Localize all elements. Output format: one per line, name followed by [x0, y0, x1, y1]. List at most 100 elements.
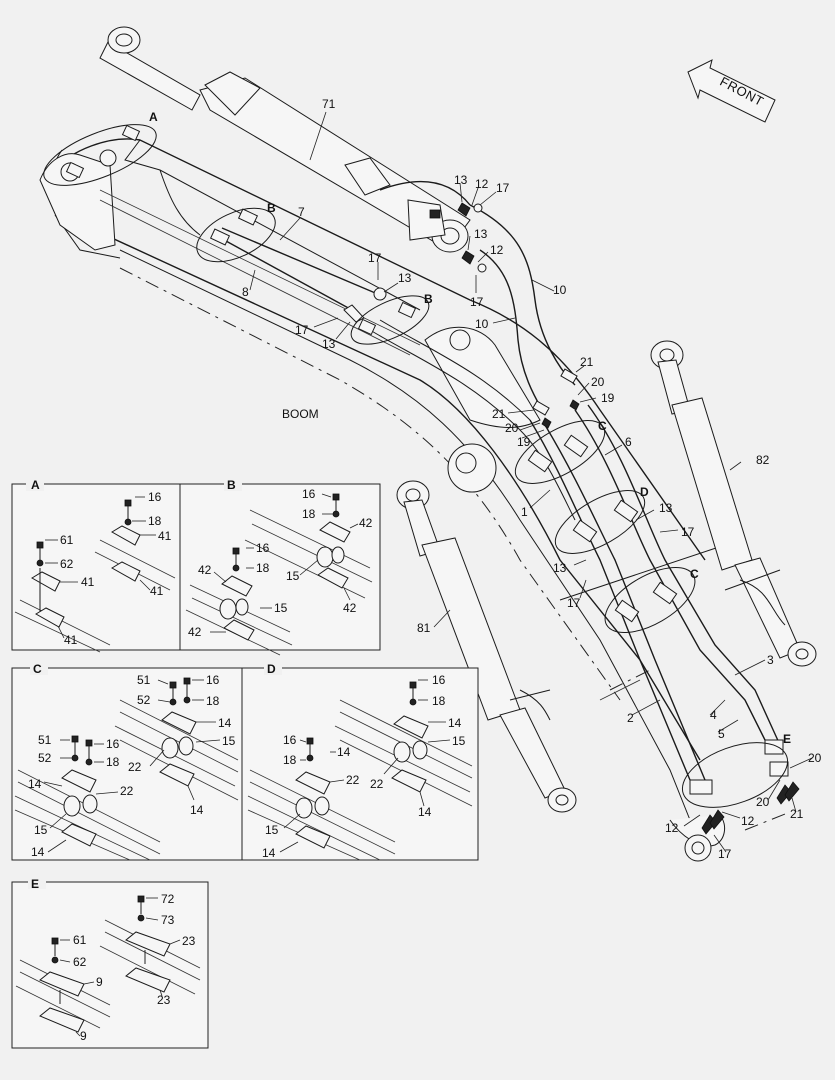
- box-c-label-22b: 22: [120, 784, 134, 798]
- detail-box-c: C: [11, 661, 243, 861]
- box-c-label-18b: 18: [106, 755, 120, 769]
- box-c-label-51a: 51: [137, 673, 151, 687]
- box-b-label-18b: 18: [256, 561, 270, 575]
- callout-4: 4: [710, 708, 717, 722]
- callout-6: 6: [625, 435, 632, 449]
- callout-13a: 13: [454, 173, 468, 187]
- callout-17a: 17: [496, 181, 510, 195]
- detail-letter-b2: B: [424, 292, 433, 306]
- box-a-label-41d: 41: [64, 633, 78, 647]
- box-b-title: B: [227, 478, 236, 492]
- box-e-label-72: 72: [161, 892, 175, 906]
- box-c-label-14d: 14: [31, 845, 45, 859]
- box-d-label-14a: 14: [448, 716, 462, 730]
- detail-box-a: A 16 18 41 61 62 41 41 41: [11, 477, 181, 653]
- callout-17d: 17: [295, 323, 309, 337]
- box-c-label-52b: 52: [38, 751, 52, 765]
- box-b-label-18a: 18: [302, 507, 316, 521]
- box-d-label-14d: 14: [262, 846, 276, 860]
- box-b-label-15b: 15: [274, 601, 288, 615]
- box-b-label-42a: 42: [359, 516, 373, 530]
- arm-cylinder-71: [99, 26, 471, 253]
- callout-21c: 21: [790, 807, 804, 821]
- box-c-label-14c: 14: [28, 777, 42, 791]
- callout-17b: 17: [470, 295, 484, 309]
- callout-17g: 17: [718, 847, 732, 861]
- box-d-label-18a: 18: [432, 694, 446, 708]
- callout-17c: 17: [368, 251, 382, 265]
- detail-markers: [43, 124, 789, 808]
- callout-7: 7: [298, 205, 305, 219]
- callout-20c: 20: [808, 751, 822, 765]
- box-b-label-42c: 42: [198, 563, 212, 577]
- callout-71: 71: [322, 97, 336, 111]
- box-d-label-14c: 14: [337, 745, 351, 759]
- callout-13e: 13: [659, 501, 673, 515]
- detail-box-b: B 16 18 42 15 42 16 18: [179, 477, 381, 656]
- box-d-title: D: [267, 662, 276, 676]
- box-d-label-14b: 14: [418, 805, 432, 819]
- callout-21b: 21: [492, 407, 506, 421]
- callout-21a: 21: [580, 355, 594, 369]
- box-c-label-15b: 15: [34, 823, 48, 837]
- box-d-label-16a: 16: [432, 673, 446, 687]
- box-a-title: A: [31, 478, 40, 492]
- callout-10a: 10: [553, 283, 567, 297]
- box-c-label-51b: 51: [38, 733, 52, 747]
- box-b-label-42b: 42: [343, 601, 357, 615]
- box-c-label-18a: 18: [206, 694, 220, 708]
- callout-19b: 19: [517, 435, 531, 449]
- callout-12b: 12: [490, 243, 504, 257]
- box-c-label-22a: 22: [128, 760, 142, 774]
- callout-82: 82: [756, 453, 770, 467]
- callout-17f: 17: [567, 596, 581, 610]
- boom-pipes: [65, 124, 800, 835]
- detail-box-e: E 72 73 23 23 61 62 9 9: [11, 875, 209, 1049]
- callout-19a: 19: [601, 391, 615, 405]
- box-d-label-22b: 22: [346, 773, 360, 787]
- front-arrow: FRONT: [687, 59, 776, 123]
- callout-12a: 12: [475, 177, 489, 191]
- callout-8: 8: [242, 285, 249, 299]
- box-c-label-16a: 16: [206, 673, 220, 687]
- main-detail-letters: A B B C D C E: [149, 110, 791, 746]
- main-leaders: [249, 111, 813, 853]
- box-c-title: C: [33, 662, 42, 676]
- callout-20a: 20: [591, 375, 605, 389]
- boom-cylinder-81: [396, 480, 577, 813]
- detail-letter-a: A: [149, 110, 158, 124]
- box-e-label-23a: 23: [182, 934, 196, 948]
- detail-letter-d: D: [640, 485, 649, 499]
- box-e-title: E: [31, 877, 39, 891]
- detail-box-d: D 16 18 14 15: [241, 661, 479, 861]
- box-e-label-9a: 9: [96, 975, 103, 989]
- callout-13b: 13: [474, 227, 488, 241]
- box-e-label-73: 73: [161, 913, 175, 927]
- box-d-label-15a: 15: [452, 734, 466, 748]
- box-a-label-16: 16: [148, 490, 162, 504]
- callout-3: 3: [767, 653, 774, 667]
- detail-letter-c1: C: [598, 419, 607, 433]
- box-d-label-22a: 22: [370, 777, 384, 791]
- callout-81: 81: [417, 621, 431, 635]
- callout-20d: 20: [756, 795, 770, 809]
- box-b-label-16a: 16: [302, 487, 316, 501]
- detail-letter-c2: C: [690, 567, 699, 581]
- box-a-label-62: 62: [60, 557, 74, 571]
- callout-1: 1: [521, 505, 528, 519]
- box-c-label-52a: 52: [137, 693, 151, 707]
- box-a-label-41c: 41: [150, 584, 164, 598]
- callout-13d: 13: [322, 337, 336, 351]
- main-callouts: 71 7 8 13 12 17 13 12 17 17 13 17 13 10 …: [242, 97, 822, 861]
- box-c-label-15a: 15: [222, 734, 236, 748]
- callout-10b: 10: [475, 317, 489, 331]
- box-a-label-41b: 41: [81, 575, 95, 589]
- box-b-label-16b: 16: [256, 541, 270, 555]
- box-c-label-14b: 14: [190, 803, 204, 817]
- callout-12c: 12: [665, 821, 679, 835]
- box-e-label-61: 61: [73, 933, 87, 947]
- boom-label: BOOM: [282, 407, 319, 421]
- box-d-label-16b: 16: [283, 733, 297, 747]
- box-e-label-62: 62: [73, 955, 87, 969]
- detail-letter-e: E: [783, 732, 791, 746]
